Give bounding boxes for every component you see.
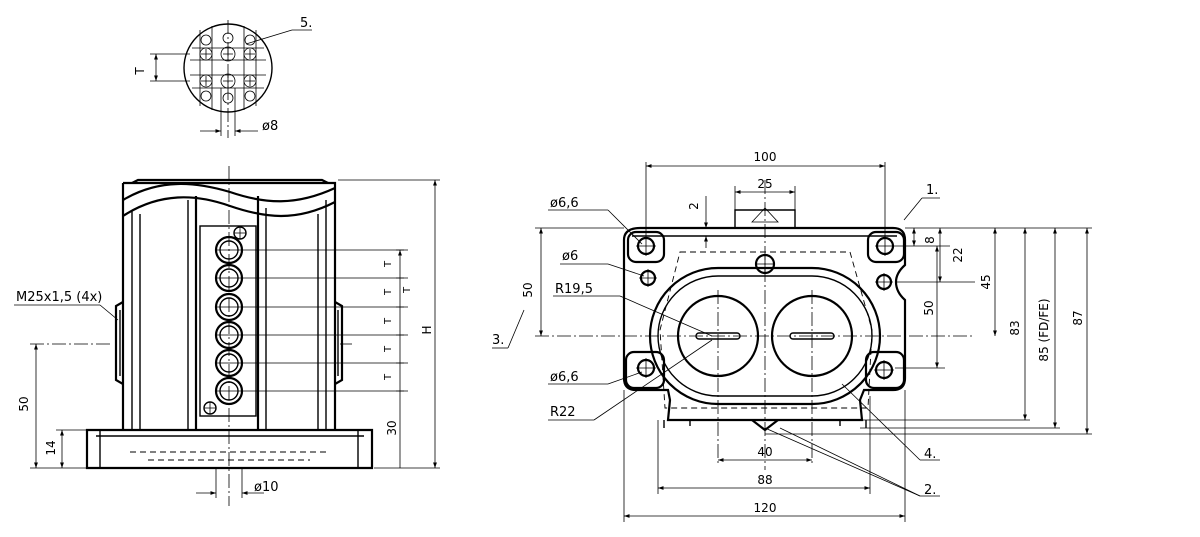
detail-dim-t: T <box>133 67 147 76</box>
callout-1: 1. <box>926 183 938 198</box>
front-dim-83: 83 <box>1008 320 1022 335</box>
pitch-label-5: T <box>383 373 394 381</box>
front-dim-25: 25 <box>757 177 772 191</box>
pitch-label-3: T <box>383 317 394 325</box>
pitch-dims: T T T T T T <box>242 249 413 468</box>
pitch-label-4: T <box>383 345 394 353</box>
pitch-label-2: T <box>383 288 394 296</box>
conduit-entry-left <box>114 301 124 385</box>
side-base <box>85 428 374 470</box>
detail-view: T ø8 5. <box>133 16 312 138</box>
side-dim-50: 50 <box>17 396 31 411</box>
front-dim-hole-a: ø6,6 <box>550 196 579 211</box>
front-dim-45: 45 <box>979 274 993 289</box>
callout-5: 5. <box>300 16 312 31</box>
front-dim-r22: R22 <box>550 405 576 420</box>
front-dim-50-left: 50 <box>521 282 535 297</box>
side-pins <box>214 235 244 406</box>
front-dim-22: 22 <box>951 247 965 262</box>
front-dim-2: 2 <box>687 202 701 210</box>
front-dim-r19: R19,5 <box>555 282 593 297</box>
side-dim-pin-diameter: ø10 <box>254 480 279 495</box>
detail-dim-pin-diameter: ø8 <box>262 119 278 134</box>
front-dim-40: 40 <box>757 445 772 459</box>
front-dim-120: 120 <box>754 501 777 515</box>
front-dim-88: 88 <box>757 473 772 487</box>
side-dim-14: 14 <box>44 440 58 455</box>
thread-callout: M25x1,5 (4x) <box>16 290 102 305</box>
callout-4: 4. <box>924 447 936 462</box>
callout-3: 3. <box>492 333 504 348</box>
front-dim-hole-c: ø6,6 <box>550 370 579 385</box>
front-dim-8: 8 <box>923 236 937 244</box>
front-view: 100 25 2 50 8 22 50 45 83 85 (FD/FE) <box>492 150 1092 522</box>
side-dim-h: H <box>420 325 434 334</box>
front-dim-50-right: 50 <box>922 300 936 315</box>
front-housing <box>622 226 907 422</box>
conduit-entry-right <box>334 301 344 385</box>
mounting-holes <box>624 230 906 390</box>
callout-2: 2. <box>924 483 936 498</box>
terminal-strip <box>199 225 257 417</box>
pitch-label-6: T <box>402 286 413 294</box>
side-view: T T T T T T 30 H 50 14 M25x1,5 (4x) ø10 <box>14 166 440 506</box>
front-dim-hole-b: ø6 <box>562 249 578 264</box>
side-dim-30: 30 <box>385 420 399 435</box>
front-dim-87: 87 <box>1071 310 1085 325</box>
front-dim-100: 100 <box>754 150 777 164</box>
front-dim-85: 85 (FD/FE) <box>1037 298 1051 361</box>
pitch-label-1: T <box>383 260 394 268</box>
